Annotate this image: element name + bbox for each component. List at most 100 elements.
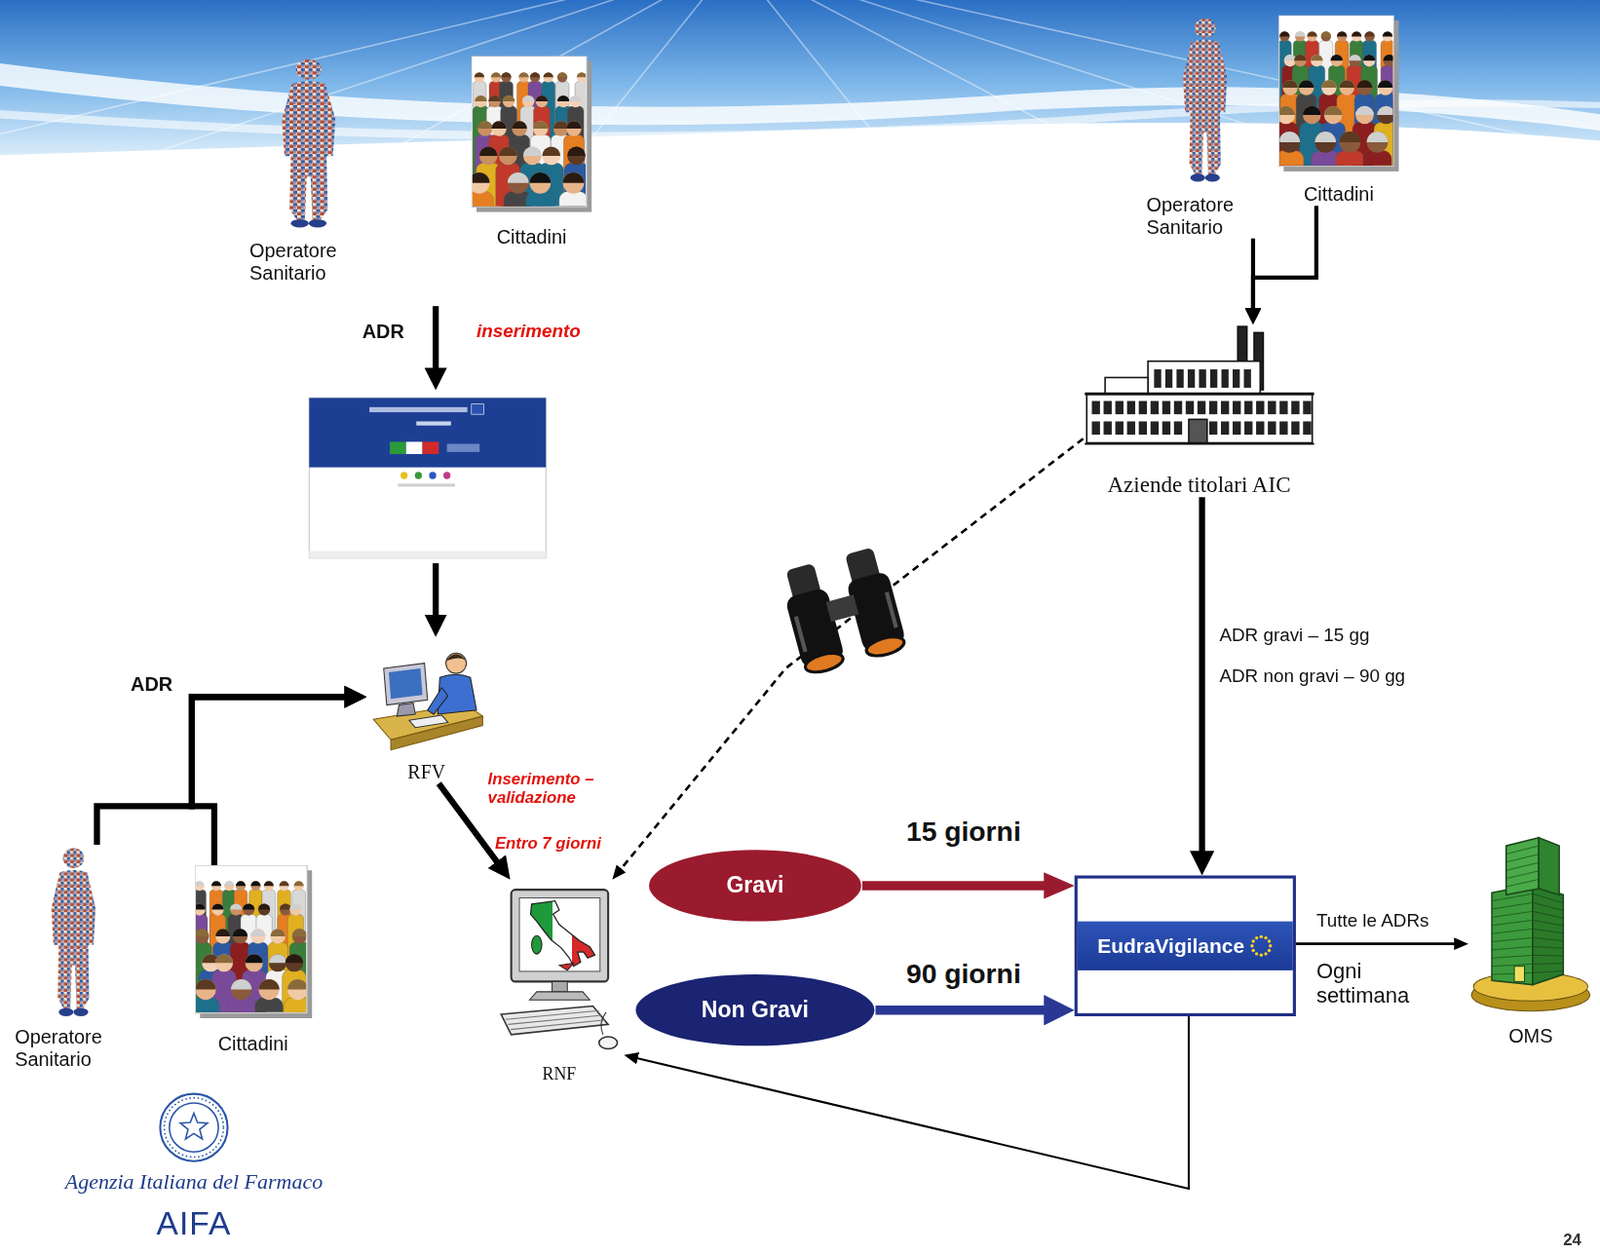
crowd-illustration-part-part	[1339, 79, 1355, 88]
factory-illustration-part-part	[1302, 420, 1311, 435]
crowd-illustration-part-part	[250, 880, 261, 886]
crowd-illustration-part-part	[229, 903, 242, 910]
factory-illustration-part-part	[1208, 401, 1217, 416]
factory-illustration-part-part	[1231, 369, 1239, 388]
eu-stars-part	[1263, 936, 1267, 940]
factory-illustration-part-part	[1198, 369, 1206, 388]
oms-illustration-part	[1491, 972, 1533, 975]
crowd-illustration-part-part	[523, 147, 542, 166]
crowd-illustration-part-part	[278, 904, 291, 911]
crowd-illustration-part-part	[267, 953, 286, 972]
crowd-illustration-part-part	[500, 72, 511, 77]
crowd-illustration-part-part	[250, 928, 266, 937]
caption-block: Cittadini	[470, 226, 594, 249]
health-worker-figure: Operatore Sanitario	[247, 56, 369, 285]
crowd-illustration-part-part	[533, 120, 548, 129]
crowd-illustration-part-part	[1339, 79, 1355, 95]
crowd-illustration-part-part	[1306, 31, 1317, 37]
person-illustration-part	[63, 847, 85, 869]
web-form-screenshot-part	[422, 441, 440, 455]
factory-illustration-part-part	[1209, 369, 1217, 388]
crowd-illustration-part-part	[291, 928, 305, 937]
factory-illustration-part-part	[1114, 420, 1123, 435]
ellipse-label: Gravi	[725, 873, 784, 899]
crowd-illustration-part-part	[472, 172, 491, 194]
crowd-illustration-part-part	[258, 979, 279, 1000]
factory-illustration-part-part	[1103, 420, 1111, 435]
crowd-illustration-part-part	[278, 880, 289, 891]
rnf-illustration-part	[529, 991, 590, 1000]
crowd-illustration-part-part	[195, 904, 206, 911]
crowd-illustration-part-part	[195, 997, 220, 1013]
crowd-illustration-part-part	[244, 953, 263, 963]
citizens-photo: Cittadini	[1277, 15, 1401, 207]
factory-illustration-part-part	[1091, 401, 1100, 416]
eudravigilance-box: EudraVigilance	[1074, 875, 1296, 1017]
frequency-note: Ogni settimana	[1316, 958, 1419, 1009]
flow-arrow	[1295, 942, 1459, 946]
factory-illustration-part-part	[1114, 401, 1123, 416]
crowd-illustration-part-part	[283, 997, 306, 1013]
agency-seal-part	[164, 1098, 225, 1158]
flow-arrow	[862, 880, 1054, 890]
crowd-illustration-part-part	[474, 72, 485, 77]
crowd-illustration-part-part	[518, 72, 529, 82]
crowd-illustration-part-part	[1382, 31, 1393, 41]
node-caption: Operatore Sanitario	[14, 1026, 132, 1071]
crowd-illustration-part-part	[511, 120, 527, 129]
step-note: inserimento	[476, 320, 581, 343]
crowd-illustration	[471, 56, 593, 213]
web-form-screenshot-part	[443, 471, 451, 479]
person-illustration-part	[281, 80, 336, 223]
caption-block: Cittadini	[1277, 183, 1401, 206]
crowd-illustration-part-part	[1321, 79, 1336, 88]
crowd-illustration-part-part	[479, 147, 498, 166]
crowd-illustration-part-part	[535, 95, 548, 108]
crowd-illustration-part-part	[230, 979, 252, 991]
crowd-illustration-part-part	[543, 72, 554, 77]
binoculars-icon-part	[802, 649, 845, 676]
agency-seal-part	[169, 1103, 219, 1152]
oms-illustration-part	[1506, 838, 1540, 896]
crowd-illustration-part-part	[231, 928, 247, 944]
eu-stars-part	[1251, 949, 1255, 953]
crowd-illustration-part-part	[269, 928, 285, 937]
person-illustration-part	[290, 219, 308, 228]
crowd-illustration-part-part	[1321, 31, 1332, 41]
ellipse-shape-part	[648, 849, 862, 921]
crowd-illustration-part-part	[1324, 106, 1343, 115]
crowd-illustration-part-part	[267, 953, 286, 963]
eu-stars	[1248, 933, 1273, 958]
oms-illustration-part	[1532, 884, 1563, 986]
crowd-illustration-part-part	[284, 953, 303, 972]
crowd-illustration-part-part	[195, 928, 209, 944]
crowd-illustration-part-part	[286, 979, 305, 1000]
crowd-illustration-part-part	[498, 147, 518, 156]
rnf-illustration-part	[531, 935, 541, 954]
crowd-illustration-part-part	[289, 903, 302, 915]
rnf-illustration-part	[598, 1036, 617, 1050]
factory-illustration-part-part	[1164, 369, 1172, 388]
factory-illustration-part-part	[1086, 393, 1312, 443]
rnf-illustration-part	[600, 1012, 606, 1035]
crowd-illustration-part-part	[263, 880, 273, 891]
deadline-note: ADR non gravi – 90 gg	[1219, 665, 1406, 687]
crowd-illustration-part-part	[1348, 54, 1361, 67]
node-caption: Operatore Sanitario	[1146, 193, 1264, 239]
crowd-illustration-part-part	[1331, 54, 1343, 61]
oms-illustration-part	[1506, 845, 1540, 854]
factory-illustration-part-part	[1126, 401, 1135, 416]
severity-ellipse: Gravi	[647, 848, 863, 922]
crowd-illustration-part-part	[258, 903, 270, 910]
ellipse-label: Non Gravi	[701, 996, 809, 1023]
web-form-screenshot-part	[308, 550, 546, 558]
oms-illustration-part	[1491, 954, 1533, 958]
crowd-illustration-part-part	[576, 72, 586, 77]
node-caption: Aziende titolari AIC	[1106, 471, 1291, 497]
node-caption: Cittadini	[218, 1032, 289, 1056]
caption-block: Operatore Sanitario	[1144, 193, 1266, 239]
eu-stars-part	[1258, 935, 1262, 939]
crowd-illustration-part-part	[488, 95, 500, 102]
crowd-illustration-part-part	[230, 979, 252, 1000]
rnf-illustration	[495, 879, 623, 1059]
